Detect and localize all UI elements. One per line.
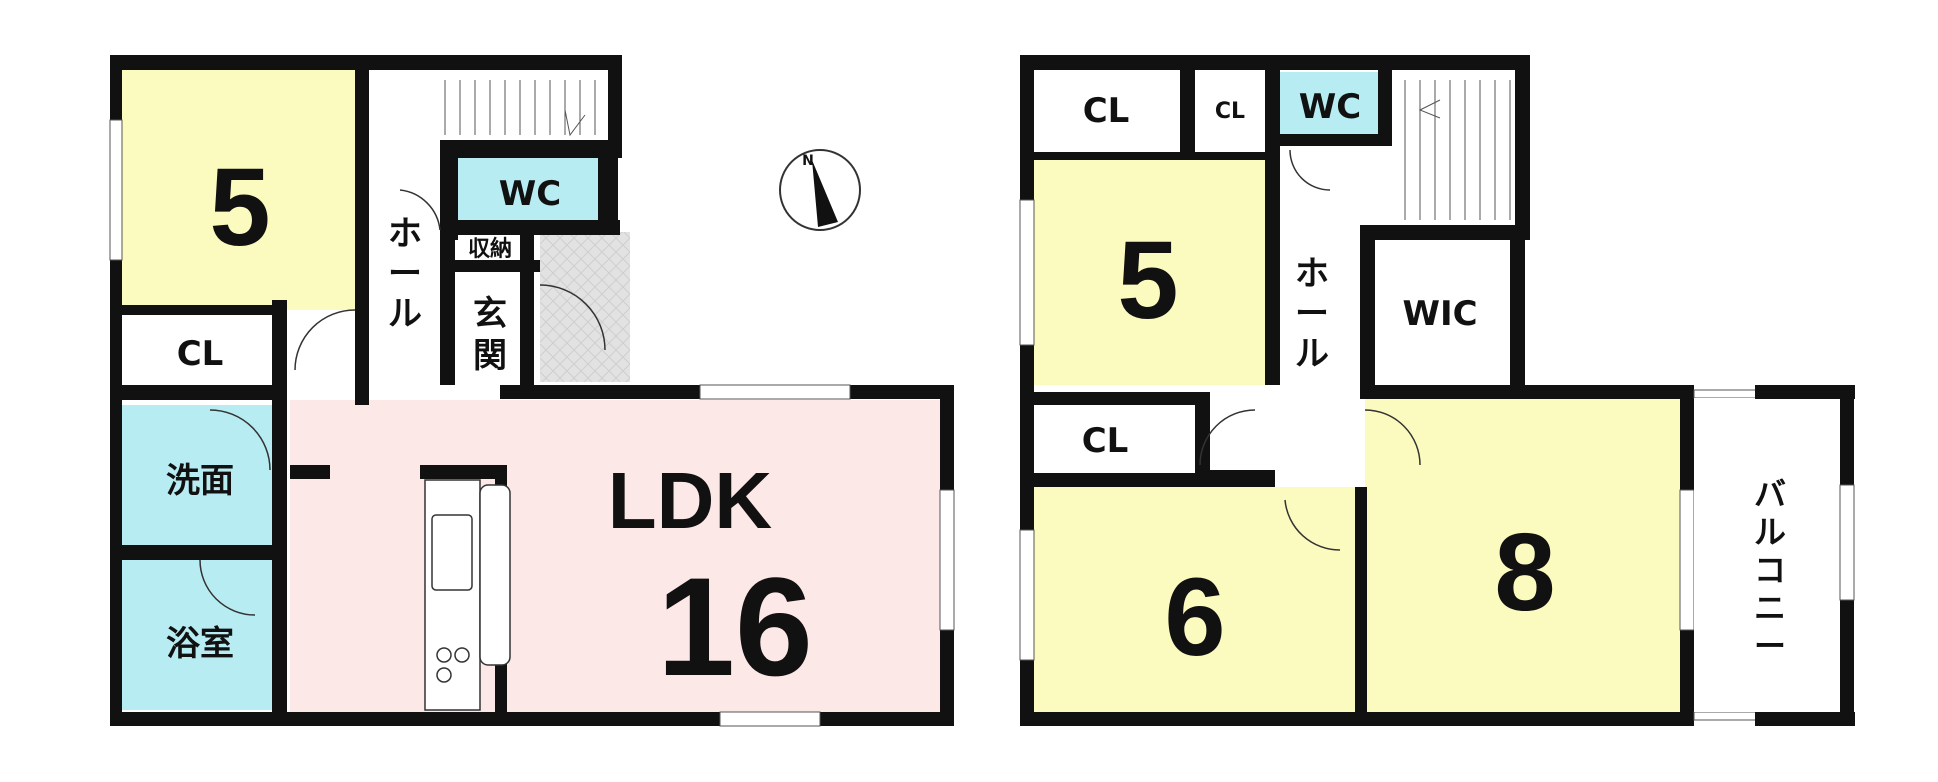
- floor-2-doors: [1199, 149, 1421, 551]
- closet-a-fill: [1032, 72, 1182, 152]
- ldk-label: LDK: [608, 456, 773, 545]
- floor-2-closet-c-label: CL: [1082, 421, 1129, 461]
- floor-1-entrance-label-2: 関: [473, 336, 507, 376]
- floor-1-storage-label: 収納: [468, 236, 512, 262]
- floor-1-bedroom-size: 5: [209, 146, 270, 269]
- floor-1-toilet-label: WC: [499, 174, 561, 214]
- kitchen-counter: [424, 479, 511, 711]
- compass-north-label: N: [802, 153, 814, 169]
- floor-2-bedroom-c-size: 8: [1494, 511, 1555, 634]
- toilet-2f-fill: [1280, 72, 1380, 134]
- floor-2-plan: CL CL WC 5 ホ ー ル WIC CL 6 8 バ ル コ ニ ー: [1019, 55, 1855, 726]
- balcony-label-5: ー: [1754, 627, 1786, 665]
- floor-1-hall-label-1: ホ: [388, 214, 422, 254]
- balcony-label-4: ニ: [1754, 589, 1786, 627]
- closet-b-fill: [1195, 72, 1265, 152]
- floor-2-hall-label-3: ル: [1295, 334, 1329, 374]
- toilet-fill: [458, 158, 598, 220]
- floor-1-closet-label: CL: [177, 334, 224, 374]
- wic-fill: [1375, 240, 1510, 380]
- floor-2-bedroom-a-size: 5: [1117, 219, 1178, 342]
- stairs: [444, 80, 596, 137]
- bedroom-6-fill: [1032, 487, 1355, 712]
- floor-1-windows: [109, 119, 955, 727]
- floor-1-walls: [110, 55, 954, 726]
- floor-2-bedroom-b-size: 6: [1164, 556, 1225, 679]
- floor-1-entrance-label-1: 玄: [473, 294, 507, 334]
- floor-2-closet-a-label: CL: [1083, 91, 1130, 131]
- balcony-label-1: バ: [1754, 475, 1786, 513]
- balcony-label: バ ル コ ニ ー: [1754, 475, 1786, 665]
- stairs-2f: [1404, 80, 1511, 220]
- ldk-size: 16: [657, 548, 813, 705]
- closet-c-fill: [1032, 405, 1197, 473]
- closet-fill: [122, 310, 272, 385]
- floor-2-toilet-label: WC: [1299, 87, 1361, 127]
- balcony: [1694, 385, 1855, 726]
- floor-1-hall-label-2: ー: [388, 254, 422, 294]
- ldk-fill: [290, 400, 940, 712]
- floor-2-closet-b-label: CL: [1215, 99, 1245, 124]
- floor-2-hall-label-2: ー: [1295, 294, 1329, 334]
- balcony-label-2: ル: [1754, 513, 1786, 551]
- floor-1-plan: 5 CL WC ホ ー ル 収納 玄 関 洗面 浴室 LDK 16: [109, 55, 955, 727]
- floor-2-hall-label-1: ホ: [1295, 254, 1329, 294]
- compass-north-icon: N: [779, 149, 861, 231]
- bathroom-fill: [122, 560, 272, 710]
- bathroom-label: 浴室: [166, 624, 234, 664]
- balcony-label-3: コ: [1754, 551, 1786, 589]
- bedroom-5-fill: [122, 70, 360, 310]
- floor-1-hall-label-3: ル: [388, 294, 422, 334]
- washroom-fill: [122, 405, 272, 545]
- bedroom-5-2f-fill: [1032, 160, 1265, 385]
- washroom-label: 洗面: [166, 461, 234, 501]
- floor-1-doors: [199, 189, 606, 616]
- entrance-tile: [540, 232, 630, 382]
- wic-label: WIC: [1402, 294, 1477, 334]
